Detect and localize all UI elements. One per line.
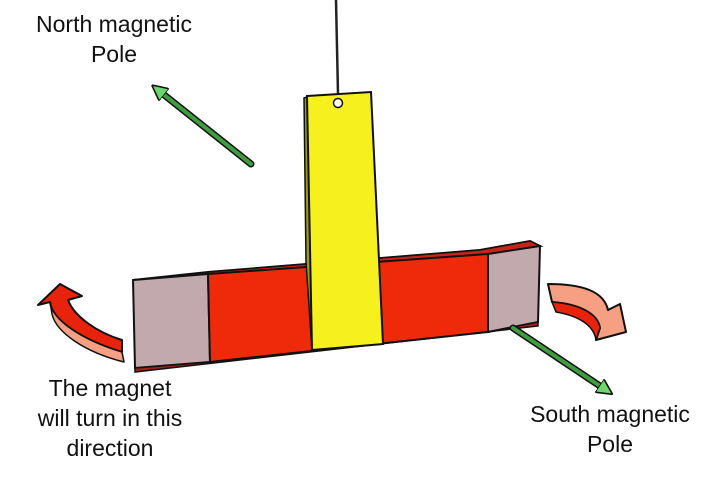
north-pole-label-line: North magnetic — [36, 11, 192, 37]
turn-direction-label-line: will turn in this — [37, 404, 183, 431]
tag-front — [305, 90, 385, 352]
north-pointer-arrow — [158, 90, 255, 168]
north-pole-label-line: Pole — [90, 40, 138, 67]
left-rotation-arrow-icon — [37, 283, 125, 363]
turn-direction-label-line: The magnet — [48, 375, 172, 401]
north-pole-label: North magnetic Pole — [0, 10, 228, 70]
suspension-string — [334, 0, 340, 95]
south-pole-label-line: South magnetic — [530, 401, 690, 427]
magnet-left-end — [131, 272, 212, 370]
turn-direction-label: The magnet will turn in this direction — [0, 374, 220, 464]
right-rotation-arrow-icon — [547, 283, 627, 341]
yellow-tag — [303, 90, 385, 352]
south-pointer-arrow — [509, 324, 606, 390]
magnet-right-end — [487, 244, 542, 334]
tag-hole — [332, 97, 344, 109]
turn-direction-label-line: direction — [66, 434, 154, 461]
south-pole-label-line: Pole — [586, 430, 634, 457]
south-pole-label: South magnetic Pole — [500, 400, 720, 460]
